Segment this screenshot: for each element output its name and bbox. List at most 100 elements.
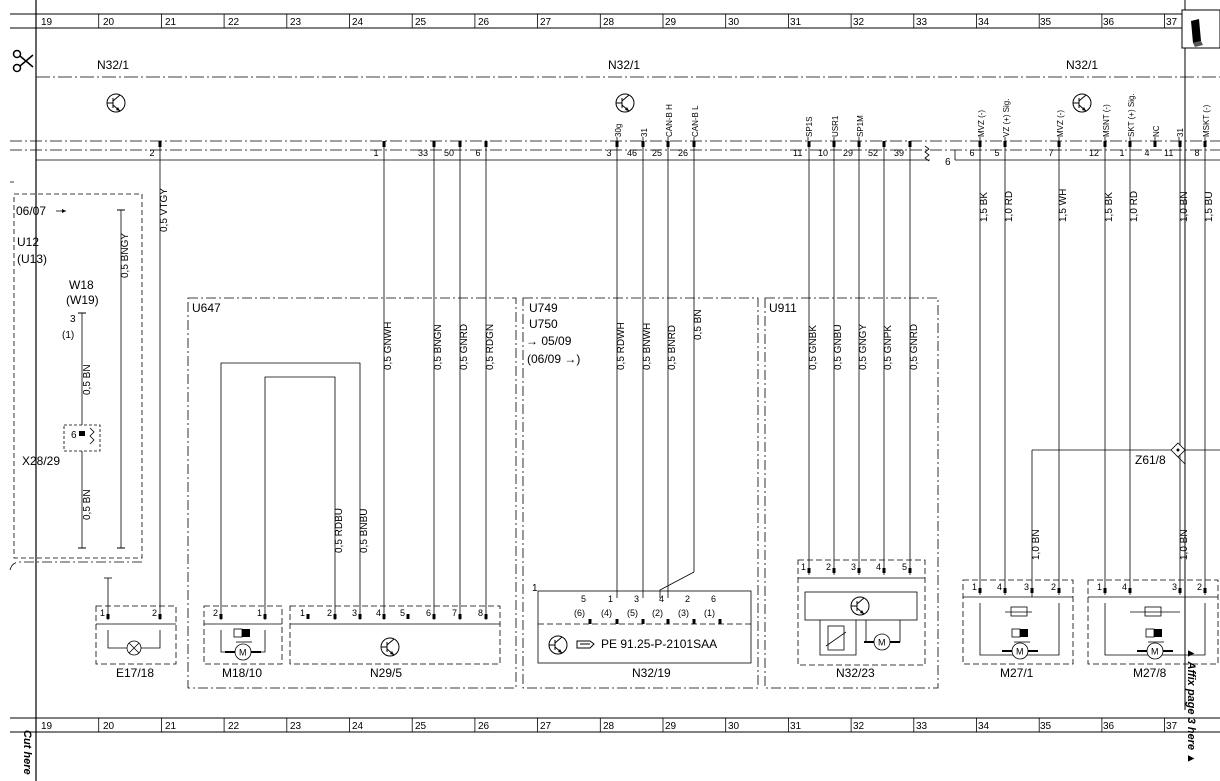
grid-column-36: 36: [1103, 17, 1115, 28]
x28-29-label: X28/29: [22, 454, 60, 468]
signal-label: MVZ (-): [1056, 110, 1065, 137]
u12-module: 06/07 U12 (U13) W18 (W19) 3 (1) 6 X28/29: [9, 181, 143, 571]
signal-label: SP1M: [856, 115, 865, 137]
connector-pin: [1153, 141, 1157, 147]
component-pin-number: 4: [876, 562, 881, 572]
component-pin-number: 1: [100, 608, 105, 618]
n32-23-component: [797, 559, 926, 666]
grid-column-27: 27: [540, 721, 552, 732]
module-label-n32-1-c: N32/1: [1066, 58, 1098, 72]
grid-column-33: 33: [916, 17, 928, 28]
connector-pin-number: 39: [894, 148, 904, 158]
connector-pin: [615, 141, 619, 147]
wire-label: 0,5 RDBU: [334, 508, 345, 553]
wire-label: 1,5 BK: [1104, 192, 1115, 222]
u12-label: U12: [17, 235, 39, 249]
grid-column-21: 21: [165, 17, 177, 28]
grid-column-37: 37: [1166, 721, 1178, 732]
connector-pin: [158, 141, 162, 147]
component-pin-number: 3: [851, 562, 856, 572]
connector-pin: [832, 141, 836, 147]
m27-1-label: M27/1: [1000, 666, 1034, 680]
connector-pin: [692, 141, 696, 147]
component-pin-number: 1: [608, 594, 613, 604]
component-pin-number: 6: [426, 608, 431, 618]
component-pin-number: 1: [300, 608, 305, 618]
wire-label: 0,5 BN: [693, 309, 704, 340]
transistor-icon: [106, 93, 126, 113]
z61-8-label: Z61/8: [1135, 453, 1166, 467]
grid-column-36: 36: [1103, 721, 1115, 732]
wire-label: 0,5 BNGY: [120, 233, 131, 278]
wire-label: 1,5 WH: [1058, 189, 1069, 222]
date-0607: 06/07: [16, 204, 46, 218]
date-0509: → 05/09: [526, 334, 572, 348]
component-pin-alt: (1): [704, 608, 715, 618]
cut-here-label: Cut here: [21, 730, 33, 775]
connector-pin: [1003, 141, 1007, 147]
component-pin-number: 1: [257, 608, 262, 618]
grid-column-23: 23: [290, 721, 302, 732]
wire-label: 1,0 BN: [1179, 529, 1190, 560]
connector-pin-number: 25: [652, 148, 662, 158]
connector-pin-number: 52: [868, 148, 878, 158]
component-pin-number: 2: [1051, 582, 1056, 592]
connector-pin-number: 11: [793, 148, 802, 158]
connector-pin-number: 26: [678, 148, 688, 158]
grid-column-20: 20: [103, 17, 115, 28]
n32-23-label: N32/23: [836, 666, 875, 680]
component-pin-alt: (6): [574, 608, 585, 618]
grid-column-30: 30: [728, 721, 740, 732]
signal-label: SP1S: [805, 117, 814, 137]
x28-pin-label: 6: [71, 430, 77, 441]
module-label-n32-1-a: N32/1: [97, 58, 129, 72]
connector-pin: [458, 141, 462, 147]
connector-pin: [857, 141, 861, 147]
connector-pin: [382, 141, 386, 147]
grid-column-32: 32: [853, 17, 865, 28]
n29-5-component: [289, 605, 501, 665]
component-pin-alt: (5): [627, 608, 638, 618]
m27-8-component: [1087, 579, 1219, 665]
svg-text:M: M: [1151, 647, 1159, 657]
component-pin-number: 1: [801, 562, 806, 572]
component-pin-number: 5: [400, 608, 405, 618]
grid-column-26: 26: [478, 721, 490, 732]
motor-icon: M: [1137, 642, 1173, 660]
scissors-icon: [12, 49, 34, 73]
wire-label: 1,0 RD: [1004, 191, 1015, 222]
connector-pin: [807, 141, 811, 147]
grid-column-34: 34: [978, 17, 990, 28]
reference-hand-icon: [576, 640, 595, 649]
wire-label: 0,5 GNWH: [383, 322, 394, 370]
connector-pin-number: 1: [1120, 148, 1125, 158]
grid-column-25: 25: [415, 17, 427, 28]
u647-module: U647: [187, 297, 517, 689]
signal-label: USR1: [831, 115, 840, 137]
connector-pin: [1128, 141, 1132, 147]
signal-label: MSKT (-): [1202, 104, 1211, 137]
w18-label: W18: [69, 278, 94, 292]
signal-label: SKT (+) Sig.: [1127, 93, 1136, 137]
grid-column-34: 34: [978, 721, 990, 732]
component-pin-alt: (2): [652, 608, 663, 618]
connector-pin-number: 6: [970, 148, 975, 158]
connector-pin: [1178, 141, 1182, 147]
m27-8-label: M27/8: [1133, 666, 1167, 680]
svg-text:M: M: [1016, 647, 1024, 657]
connector-pin: [1203, 141, 1207, 147]
component-pin-number: 6: [711, 594, 716, 604]
wire-label: 0,5 GNBU: [833, 324, 844, 370]
switch-icon: [1145, 628, 1164, 643]
connector-pin-number: 29: [843, 148, 853, 158]
grid-column-24: 24: [352, 721, 364, 732]
signal-label: MVZ (-): [977, 110, 986, 137]
component-pin-number: 2: [1197, 582, 1202, 592]
u911-label: U911: [769, 301, 797, 315]
component-pin-number: 5: [581, 594, 586, 604]
connector-pin: [882, 141, 886, 147]
connector-pin: [666, 141, 670, 147]
connector-pin-number: 2: [150, 148, 155, 158]
